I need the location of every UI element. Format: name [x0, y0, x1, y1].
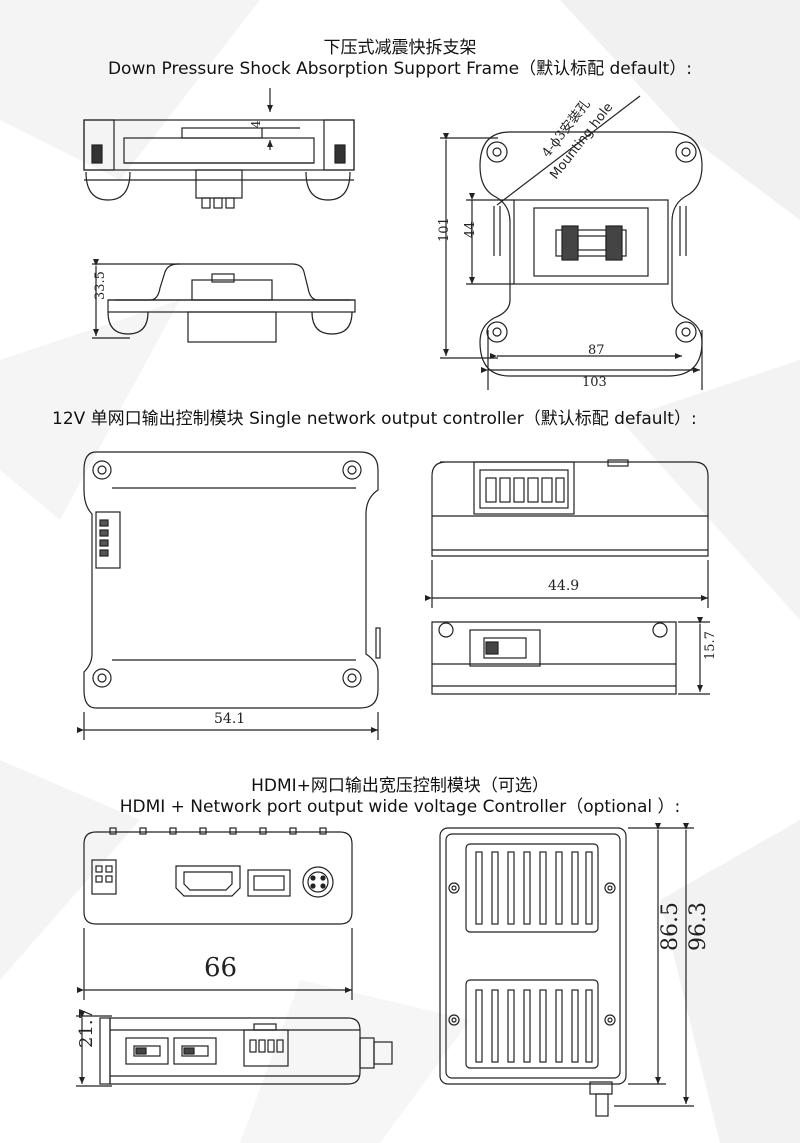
controller-top-view: [77, 451, 381, 740]
section3-title-cn: HDMI+网口输出宽压控制模块（可选）: [251, 776, 549, 796]
section2-title: 12V 单网口输出控制模块 Single network output cont…: [52, 409, 697, 429]
section1-title-cn: 下压式减震快拆支架: [323, 38, 477, 58]
controller-front-view: [425, 459, 709, 608]
dim-controller-height: 15.7: [703, 631, 718, 660]
dim-height: 33.5: [93, 271, 108, 300]
dim-inner-height: 44: [463, 221, 478, 238]
frame-top-view: [440, 95, 703, 390]
dim-controller-depth: 44.9: [548, 578, 579, 594]
hdmi-controller-front-view: [77, 827, 353, 1000]
dim-gap: 4: [249, 120, 263, 128]
controller-side-view: [431, 617, 710, 695]
dim-outer-height: 101: [437, 217, 452, 242]
section1-title-en: Down Pressure Shock Absorption Support F…: [107, 59, 693, 79]
frame-side-view: [92, 259, 356, 343]
dim-hdmi-height: 21.7: [76, 1008, 97, 1048]
hdmi-controller-top-view: [439, 823, 694, 1117]
frame-front-view: [83, 88, 355, 209]
dim-hdmi-inner-length: 86.5: [658, 902, 683, 951]
dim-inner-width: 87: [588, 343, 605, 358]
dim-hdmi-width: 66: [204, 953, 237, 983]
hdmi-controller-side-view: [76, 1011, 393, 1087]
dim-hdmi-outer-length: 96.3: [686, 902, 711, 951]
dim-controller-width: 54.1: [214, 711, 245, 727]
section3-title-en: HDMI + Network port output wide voltage …: [119, 797, 681, 817]
dim-outer-width: 103: [582, 375, 607, 390]
